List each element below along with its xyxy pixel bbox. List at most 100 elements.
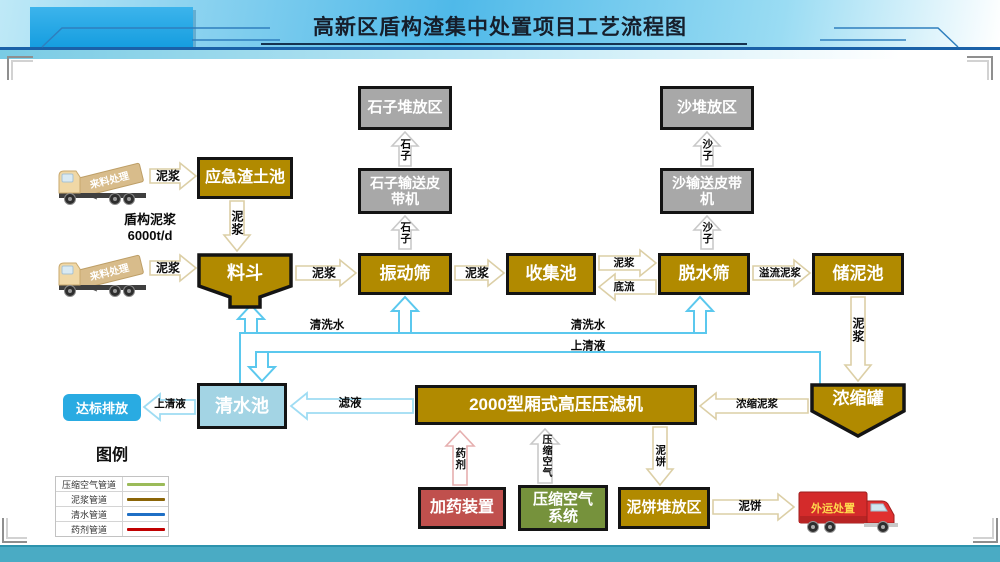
pipe-arrow-into-clearpool: [246, 351, 278, 383]
flow-label-chemical: 药剂: [454, 447, 467, 471]
pipe-arrow-into-vibscreen: [389, 295, 421, 334]
flow-label-slurry: 泥浆: [311, 266, 337, 280]
flow-label-slurry: 泥浆: [155, 261, 181, 275]
flow-label-slurry: 泥浆: [464, 266, 490, 280]
inbound-truck-top: 来料处理: [55, 148, 150, 211]
node-vibrating-screen: 振动筛: [358, 253, 452, 295]
node-stone-conveyor: 石子输送皮带机: [358, 168, 452, 214]
header-subband: [0, 50, 1000, 59]
discharge-badge: 达标排放: [63, 394, 141, 421]
header-angle-lines: [41, 27, 959, 48]
legend-title: 图例: [96, 447, 129, 464]
flow-label-stone: 石子: [399, 221, 412, 245]
arrow-stone-up: [390, 130, 420, 167]
legend-label: 清水管道: [56, 507, 123, 521]
pipe-arrow-into-dewater: [684, 295, 716, 334]
arrow-supernatant-out: [142, 392, 196, 422]
node-sand-conveyor: 沙输送皮带机: [660, 168, 754, 214]
outbound-truck: 外运处置: [796, 486, 901, 539]
arrow-pit-to-hopper: [222, 200, 252, 253]
arrow-truck1-slurry: [149, 161, 198, 191]
arrow-cake-out: [712, 492, 796, 522]
flow-label-wash-water: 清洗水: [309, 319, 345, 332]
arrow-stone-up2: [390, 214, 420, 250]
water-pipes: [239, 332, 821, 384]
flow-label-underflow: 底流: [613, 280, 635, 293]
legend-row: 泥浆管道: [56, 492, 168, 507]
legend-label: 泥浆管道: [56, 492, 123, 506]
node-clear-water-pool: 清水池: [197, 383, 287, 429]
corner-brackets: [2, 56, 998, 543]
flow-label-cake: 泥饼: [738, 500, 762, 513]
legend-row: 压缩空气管道: [56, 477, 168, 492]
arrow-concentrated: [698, 391, 809, 421]
water-pipe-heads: [235, 295, 716, 383]
flow-label-concentrated: 浓缩泥浆: [736, 397, 778, 410]
legend-line-clear-water: [126, 512, 165, 516]
truck-body-label: 外运处置: [810, 501, 855, 515]
node-emergency-pit: 应急渣土池: [197, 157, 293, 199]
truck-bed: 来料处理: [74, 162, 144, 198]
pipe-wash-water: [239, 332, 700, 384]
slurry-arrows: [149, 161, 873, 522]
arrow-cake-down: [645, 426, 675, 487]
node-collection-pool: 收集池: [506, 253, 596, 295]
arrow-overflow: [752, 258, 812, 288]
inbound-truck-bottom: 来料处理: [55, 240, 150, 303]
flow-label-sand: 沙子: [701, 221, 714, 245]
legend-swatch: [123, 497, 168, 501]
legend-row: 清水管道: [56, 507, 168, 522]
node-dewatering-screen: 脱水筛: [658, 253, 750, 295]
node-thickener-shape: [810, 383, 906, 438]
flow-label-slurry: 泥浆: [230, 210, 244, 236]
page-title: 高新区盾构渣集中处置项目工艺流程图: [313, 16, 687, 39]
node-compressed-air-system: 压缩空气系统: [518, 485, 608, 531]
arrow-compressed-air: [529, 427, 561, 484]
solids-arrows: [390, 130, 722, 484]
legend-swatch: [123, 512, 168, 516]
flow-label-supernatant: 上清液: [570, 340, 606, 353]
arrow-filtrate: [289, 391, 414, 421]
pipe-supernatant: [261, 351, 821, 384]
arrow-underflow: [597, 272, 657, 302]
feed-rate-line1: 盾构泥浆: [123, 212, 176, 227]
flow-label-slurry: 泥浆: [613, 256, 635, 269]
node-thickener-label: 浓缩罐: [832, 389, 884, 409]
water-arrows: [142, 391, 414, 422]
legend-row: 药剂管道: [56, 522, 168, 536]
flow-label-filtrate: 滤液: [338, 397, 362, 410]
flow-label-slurry: 泥浆: [155, 169, 181, 183]
node-stone-storage: 石子堆放区: [358, 86, 452, 130]
arrow-sand-up: [692, 130, 722, 167]
legend-line-chemical: [126, 527, 165, 531]
flow-label-overflow: 溢流泥浆: [759, 266, 801, 279]
feed-rate-annotation: 盾构泥浆 6000t/d: [100, 212, 200, 245]
legend-line-slurry: [126, 497, 165, 501]
header-divider: [0, 47, 1000, 50]
node-sand-storage: 沙堆放区: [660, 86, 754, 130]
arrow-screen-to-pool: [454, 258, 506, 288]
flow-label-stone: 石子: [399, 138, 412, 162]
flow-label-slurry: 泥浆: [851, 317, 865, 343]
node-mud-storage-pool: 储泥池: [812, 253, 904, 295]
arrow-truck2-slurry: [149, 253, 198, 283]
node-dosing-device: 加药装置: [418, 487, 506, 529]
node-filter-press: 2000型厢式高压压滤机: [415, 385, 697, 425]
legend-label: 压缩空气管道: [56, 477, 123, 491]
flow-label-wash-water: 清洗水: [570, 319, 606, 332]
legend-swatch: [123, 527, 168, 531]
truck-bed: 来料处理: [74, 254, 144, 290]
node-mud-cake-storage: 泥饼堆放区: [618, 487, 710, 529]
legend-table: 压缩空气管道 泥浆管道 清水管道 药剂管道: [55, 476, 169, 537]
flow-label-supernatant: 上清液: [154, 397, 186, 410]
title-underline: [261, 43, 747, 45]
node-hopper-shape: [197, 253, 293, 309]
arrow-chemical: [444, 429, 476, 486]
node-hopper-label: 料斗: [227, 262, 263, 283]
arrow-hopper-to-screen: [295, 258, 358, 288]
footer-bar: [0, 545, 1000, 562]
pipe-arrow-into-hopper: [235, 303, 267, 334]
flow-label-cake: 泥饼: [654, 444, 667, 468]
